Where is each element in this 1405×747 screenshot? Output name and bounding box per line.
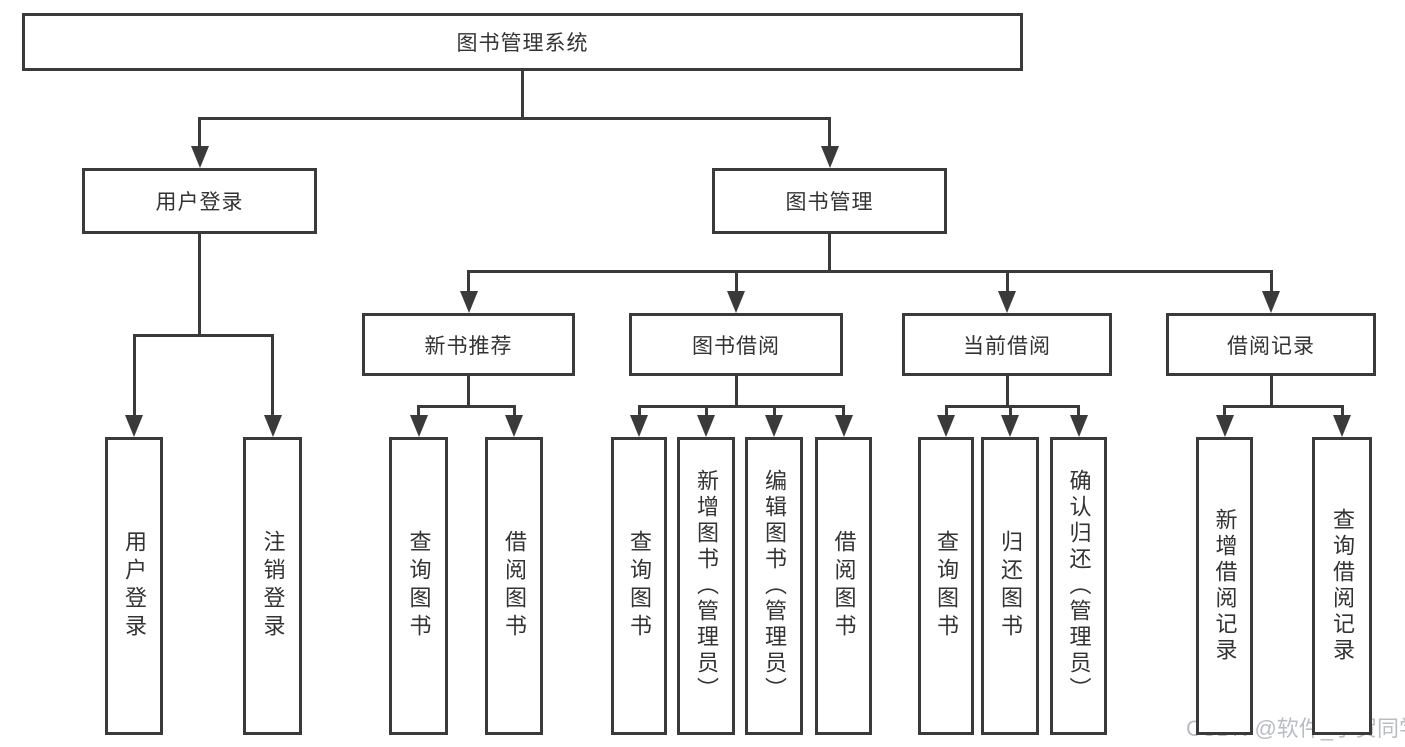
leaf-logout: 注销登录 — [243, 437, 302, 735]
connector-line-v — [1223, 406, 1226, 420]
arrow-down-icon — [727, 291, 745, 313]
arrow-down-icon — [630, 415, 648, 437]
leaf-edit-books-admin: 编辑图书（管理员） — [745, 437, 803, 735]
leaf-logout-label: 注销登录 — [260, 530, 286, 642]
connector-line-h — [132, 333, 274, 337]
arrow-down-icon — [505, 415, 523, 437]
connector-line-v — [842, 406, 845, 420]
arrow-down-icon — [765, 415, 783, 437]
node-book-management-label: 图书管理 — [785, 191, 874, 214]
arrow-down-icon — [937, 415, 955, 437]
leaf-borrow-books: 借阅图书 — [485, 437, 543, 735]
node-new-book-recommendation-label: 新书推荐 — [424, 334, 513, 358]
leaf-query-books: 查询图书 — [389, 437, 448, 735]
arrow-down-icon — [834, 415, 853, 437]
connector-line-v — [271, 335, 274, 420]
connector-line-h — [467, 269, 1273, 273]
leaf-borrow-books: 借阅图书 — [815, 437, 872, 735]
leaf-query-books: 查询图书 — [918, 437, 974, 735]
connector-line-v — [467, 271, 470, 296]
leaf-borrow-books-label: 借阅图书 — [831, 530, 857, 642]
arrow-down-icon — [697, 415, 715, 437]
leaf-return-books: 归还图书 — [981, 437, 1039, 735]
node-current-borrowing-label: 当前借阅 — [963, 334, 1051, 358]
connector-line-v — [828, 234, 831, 271]
leaf-add-borrow-record-label: 新增借阅记录 — [1212, 508, 1238, 664]
leaf-query-books: 查询图书 — [611, 437, 667, 735]
leaf-query-books-label: 查询图书 — [934, 530, 959, 642]
connector-line-v — [637, 406, 641, 420]
connector-line-h — [637, 404, 845, 408]
connector-line-h — [1223, 404, 1344, 408]
connector-line-v — [512, 406, 516, 420]
node-book-management: 图书管理 — [712, 168, 947, 234]
arrow-down-icon — [1001, 415, 1019, 437]
leaf-query-books-label: 查询图书 — [627, 530, 652, 642]
leaf-edit-books-admin-label: 编辑图书（管理员） — [762, 469, 787, 703]
node-library-management-system-label: 图书管理系统 — [456, 32, 589, 55]
connector-line-v — [417, 406, 420, 420]
arrow-down-icon — [998, 291, 1016, 313]
connector-line-v — [132, 335, 136, 420]
node-book-borrowing: 图书借阅 — [629, 313, 843, 376]
leaf-confirm-return-admin-label: 确认归还（管理员） — [1066, 469, 1092, 703]
connector-line-v — [828, 118, 831, 151]
connector-line-v — [467, 376, 470, 406]
connector-line-h — [417, 404, 516, 408]
node-borrowing-records-label: 借阅记录 — [1227, 334, 1315, 358]
arrow-down-icon — [820, 146, 839, 168]
arrow-down-icon — [1333, 415, 1351, 437]
connector-line-v — [198, 118, 201, 151]
connector-line-v — [944, 406, 948, 420]
arrow-down-icon — [190, 146, 209, 168]
leaf-query-books-label: 查询图书 — [406, 530, 432, 642]
leaf-return-books-label: 归还图书 — [998, 530, 1023, 642]
connector-line-v — [772, 406, 776, 420]
arrow-down-icon — [409, 415, 428, 437]
arrow-down-icon — [459, 291, 478, 313]
connector-line-v — [704, 406, 708, 420]
node-book-borrowing-label: 图书借阅 — [692, 334, 780, 358]
leaf-user-login-label: 用户登录 — [122, 530, 147, 642]
arrow-down-icon — [1262, 291, 1280, 313]
connector-line-v — [1340, 406, 1344, 420]
connector-line-h — [944, 404, 1080, 408]
arrow-down-icon — [1069, 415, 1088, 437]
connector-line-v — [1269, 271, 1273, 296]
node-user-login-label: 用户登录 — [155, 191, 244, 214]
leaf-user-login: 用户登录 — [105, 437, 163, 735]
node-new-book-recommendation: 新书推荐 — [362, 313, 575, 376]
node-current-borrowing: 当前借阅 — [902, 313, 1112, 376]
connector-line-v — [1269, 376, 1273, 406]
leaf-add-books-admin-label: 新增图书（管理员） — [694, 469, 719, 703]
leaf-add-books-admin: 新增图书（管理员） — [677, 437, 735, 735]
arrow-down-icon — [263, 415, 282, 437]
arrow-down-icon — [1215, 415, 1234, 437]
connector-line-v — [734, 271, 738, 296]
node-library-management-system: 图书管理系统 — [22, 13, 1023, 71]
leaf-confirm-return-admin: 确认归还（管理员） — [1050, 437, 1107, 735]
connector-line-v — [1005, 271, 1009, 296]
leaf-query-borrow-record-label: 查询借阅记录 — [1330, 508, 1355, 664]
connector-line-v — [198, 234, 201, 335]
connector-line-v — [734, 376, 738, 406]
connector-line-v — [1005, 376, 1009, 406]
connector-line-v — [1008, 406, 1012, 420]
node-borrowing-records: 借阅记录 — [1166, 313, 1376, 376]
node-user-login: 用户登录 — [82, 168, 317, 234]
leaf-query-borrow-record: 查询借阅记录 — [1312, 437, 1372, 735]
connector-line-h — [198, 116, 831, 120]
leaf-add-borrow-record: 新增借阅记录 — [1196, 437, 1253, 735]
arrow-down-icon — [125, 415, 143, 437]
leaf-borrow-books-label: 借阅图书 — [502, 530, 527, 642]
connector-line-v — [521, 71, 524, 118]
connector-line-v — [1077, 406, 1080, 420]
